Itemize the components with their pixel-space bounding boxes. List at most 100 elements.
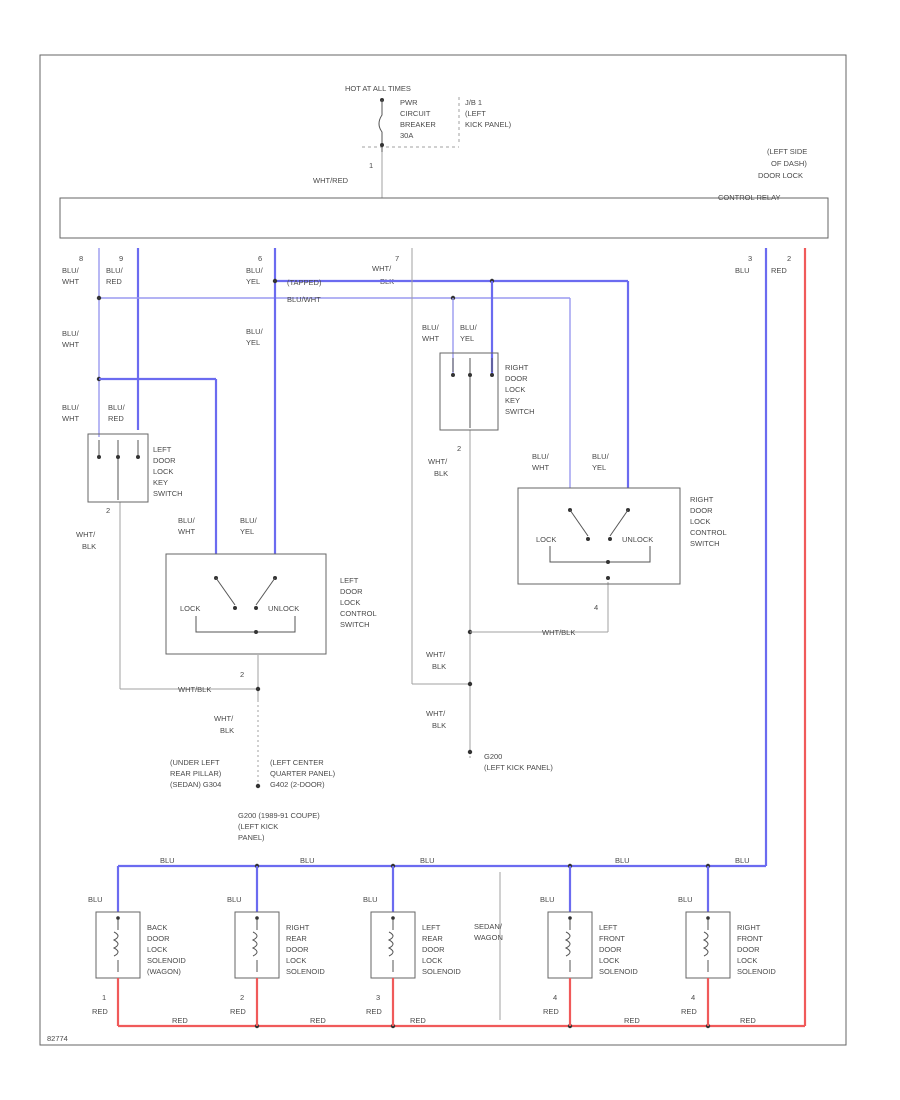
tapped-label: (TAPPED) [287,278,322,287]
blu-bus-label-1: BLU [160,856,175,865]
solenoid-2-wire-bot: RED [230,1007,246,1016]
left-key-switch-label-line-3: LOCK [153,467,173,476]
right-control-switch-body [517,487,681,585]
relay-body [59,197,829,239]
left-control-switch-label-line-5: SWITCH [340,620,370,629]
grounds: WHT/ BLK WHT/ BLK WHT/ BLK (UNDER LEFT R… [170,650,553,842]
solenoid-1-label-line-4: SOLENOID [147,956,186,965]
breaker-wire-label: WHT/RED [313,176,349,185]
right-key-wire-1-line-1: BLU/ [422,323,440,332]
left-control-switch-label-line-4: CONTROL [340,609,377,618]
left-key-switch-label-line-4: KEY [153,478,168,487]
relay-label-line-3: DOOR LOCK [758,171,803,180]
right-key-switch-pin: 2 [457,444,461,453]
right-control-switch-label-line-1: RIGHT [690,495,714,504]
blu-bus-label-2: BLU [300,856,315,865]
solenoid-4-label-line-3: DOOR [599,945,622,954]
right-key-switch-label-line-2: DOOR [505,374,528,383]
g200-coupe-line-2: (LEFT KICK [238,822,278,831]
relay-wire-8-line-1: BLU/ [62,266,80,275]
solenoid-2-label-line-1: RIGHT [286,923,310,932]
g200-coupe-line-1: G200 (1989-91 COUPE) [238,811,320,820]
solenoid-5-label-line-3: DOOR [737,945,760,954]
solenoid-4-pin: 4 [553,993,557,1002]
solenoid-4-wire-top: BLU [540,895,555,904]
relay-pin-9: 9 [119,254,123,263]
solenoid-5-wire-top: BLU [678,895,693,904]
right-front-door-lock-solenoid: BLU RIGHT FRONT DOOR LOCK SOLENOID 4 RED [678,866,776,1026]
right-key-switch-label-line-5: SWITCH [505,407,535,416]
relay-label-line-1: (LEFT SIDE [767,147,807,156]
red-bus-label-4: RED [624,1016,640,1025]
right-key-switch-body [439,352,499,431]
ground-wire-2-line-1: WHT/ [426,709,446,718]
solenoid-4-label-line-5: SOLENOID [599,967,638,976]
left-control-wire-2-line-2: YEL [240,527,254,536]
left-control-wire-2-line-1: BLU/ [240,516,258,525]
solenoid-1-wire-top: BLU [88,895,103,904]
left-key-wire-1-line-1: BLU/ [62,329,80,338]
right-key-wire-1-line-2: WHT [422,334,439,343]
ground-wire-3-line-1: WHT/ [214,714,234,723]
figure-id: 82774 [47,1034,68,1043]
breaker-label-line-1: PWR [400,98,418,107]
door-lock-control-relay: (LEFT SIDE OF DASH) DOOR LOCK CONTROL RE… [59,147,829,239]
left-key-switch-pin: 2 [106,506,110,515]
solenoid-1-pin: 1 [102,993,106,1002]
left-control-switch-pin: 2 [240,670,244,679]
right-control-switch-label-line-5: SWITCH [690,539,720,548]
blu-bus-label-5: BLU [735,856,750,865]
relay-pin-3: 3 [748,254,752,263]
solenoid-4-label-line-4: LOCK [599,956,619,965]
relay-pin-8: 8 [79,254,83,263]
left-key-wire-1-line-2: WHT [62,340,79,349]
left-key-ground-line-1: WHT/ [76,530,96,539]
solenoid-4-wire-bot: RED [543,1007,559,1016]
relay-wire-7-line-1: WHT/ [372,264,392,273]
solenoid-2-label-line-5: SOLENOID [286,967,325,976]
breaker-label-line-3: BREAKER [400,120,436,129]
left-control-ground-label: WHT/BLK [178,685,211,694]
left-control-wire-1-line-1: BLU/ [178,516,196,525]
relay-wire-2: RED [771,266,787,275]
right-key-wire-2-line-2: YEL [460,334,474,343]
blu-wht-bus-label: BLU/WHT [287,295,321,304]
solenoid-1-label-line-1: BACK [147,923,167,932]
right-control-lock-label: LOCK [536,535,556,544]
junction-block-label-line-1: J/B 1 [465,98,482,107]
right-control-switch-pin: 4 [594,603,598,612]
left-door-lock-control-switch: BLU/ WHT BLU/ YEL BLU/ YEL LOCK UNLOCK L… [165,327,377,694]
solenoid-1-wire-bot: RED [92,1007,108,1016]
relay-wire-9-line-2: RED [106,277,122,286]
right-key-ground-line-1: WHT/ [428,457,448,466]
solenoid-3-label-line-3: DOOR [422,945,445,954]
solenoid-2-pin: 2 [240,993,244,1002]
left-control-switch-label-line-3: LOCK [340,598,360,607]
ground-wire-1-line-1: WHT/ [426,650,446,659]
solenoids: BLU BACK DOOR LOCK SOLENOID (WAGON) 1 RE… [88,866,776,1026]
blu-bus-label-4: BLU [615,856,630,865]
left-control-wire-3-line-2: YEL [246,338,260,347]
junction-block-label-line-3: KICK PANEL) [465,120,512,129]
hot-at-all-times-label: HOT AT ALL TIMES [345,84,411,93]
left-control-wire-3-line-1: BLU/ [246,327,264,336]
relay-label-line-4: CONTROL RELAY [718,193,781,202]
relay-wire-3: BLU [735,266,750,275]
right-control-wire-2-line-2: YEL [592,463,606,472]
ground-wire-1-line-2: BLK [432,662,446,671]
solenoid-2-label-line-2: REAR [286,934,307,943]
solenoid-5-wire-bot: RED [681,1007,697,1016]
right-control-switch-label-line-2: DOOR [690,506,713,515]
left-key-switch-label-line-2: DOOR [153,456,176,465]
left-control-lock-label: LOCK [180,604,200,613]
g402-line-3: G402 (2-DOOR) [270,780,325,789]
red-bus-label-2: RED [310,1016,326,1025]
solenoid-3-label-line-4: LOCK [422,956,442,965]
breaker-label-line-2: CIRCUIT [400,109,431,118]
right-control-wire-1-line-1: BLU/ [532,452,550,461]
left-key-wire-4-line-1: BLU/ [108,403,126,412]
relay-wire-6-line-1: BLU/ [246,266,264,275]
left-key-ground-line-2: BLK [82,542,96,551]
right-key-switch-label-line-1: RIGHT [505,363,529,372]
solenoid-1-label-line-5: (WAGON) [147,967,181,976]
